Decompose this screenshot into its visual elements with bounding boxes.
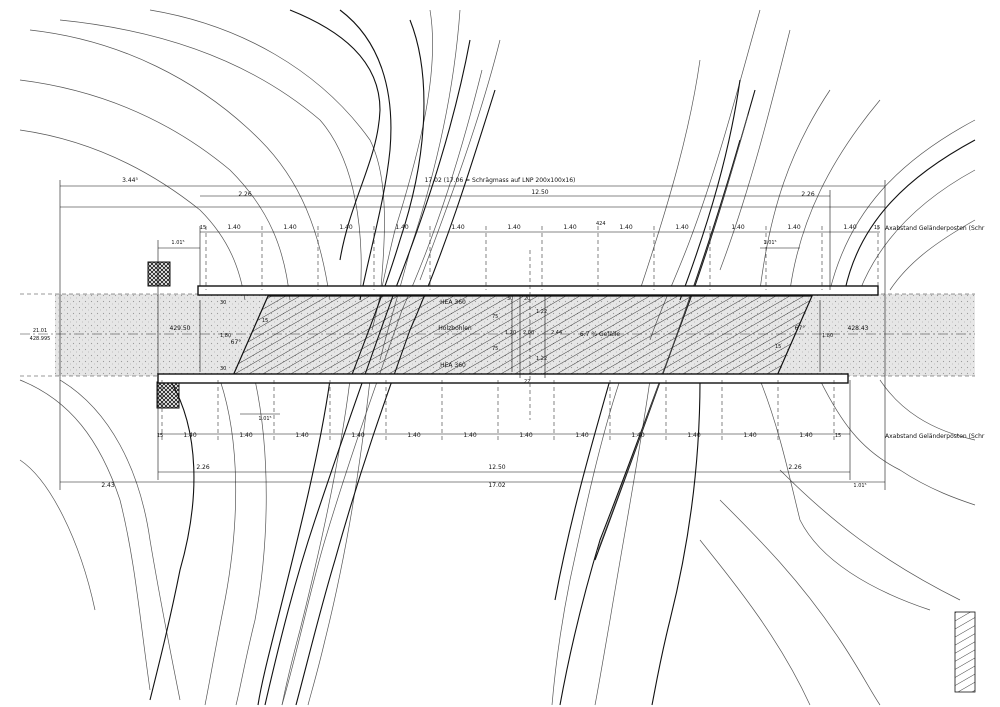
angle-right: 67°	[795, 325, 806, 332]
dim-120: 1.20	[505, 330, 516, 336]
abutment-block-top-left	[147, 261, 171, 287]
bot-101-right: 1.01⁵	[853, 483, 866, 489]
elev-left: 429.50	[170, 325, 191, 332]
dim-200: 2.00	[523, 330, 534, 336]
post-note-bottom: Axabstand Geländerposten (Schr	[885, 433, 985, 440]
abutment-block-bottom-left	[156, 381, 180, 409]
bot-span: 12.50	[488, 464, 505, 471]
bottom-spacing-label: 1.40	[183, 432, 197, 439]
bot-15-left: 15	[157, 433, 163, 439]
dim-30-mid: 30	[507, 296, 513, 302]
bottom-spacing-label: 1.40	[351, 432, 365, 439]
post-note-top: Axabstand Geländerposten (Schr	[885, 225, 985, 232]
bot-15-right: 15	[835, 433, 841, 439]
dim-122-b: 1.22	[536, 356, 547, 362]
level-left-b: 428.995	[30, 336, 51, 342]
bottom-spacing-label: 1.40	[687, 432, 701, 439]
dim-75-b: 75	[492, 346, 498, 352]
slope-label: 6.7 % Gefälle	[580, 331, 621, 338]
dim-15-left: 15	[262, 318, 268, 324]
bottom-spacing-label: 1.40	[631, 432, 645, 439]
dim-244: 2.44	[551, 330, 562, 336]
bot-101-left: 1.01⁵	[258, 416, 271, 422]
dim-75-a: 75	[492, 314, 498, 320]
deck-label: Holzbohlen	[438, 325, 472, 332]
top-spacing-label: 1.40	[227, 224, 241, 231]
top-left-dim: 3.44⁵	[122, 177, 138, 184]
top-spacing-label: 1.40	[563, 224, 577, 231]
bot-total: 17.02	[488, 482, 505, 489]
elev-right: 428.43	[848, 325, 869, 332]
dim-424: 424	[596, 221, 606, 227]
bottom-spacing-label: 1.40	[295, 432, 309, 439]
top-right-226: 2.26	[801, 191, 815, 198]
top-spacing-label: 1.40	[395, 224, 409, 231]
dim-122-a: 1.22	[536, 309, 547, 315]
angle-left: 67°	[231, 339, 242, 346]
top-spacing-label: 1.40	[731, 224, 745, 231]
level-left-a: 21.01	[33, 328, 47, 334]
dim-30-left: 30	[220, 300, 226, 306]
dim-22: 22	[524, 379, 530, 385]
top-101-left: 1.01⁵	[171, 240, 184, 246]
top-spacing-label: 1.40	[283, 224, 297, 231]
dim-20: 20	[524, 296, 530, 302]
dim-15-right: 15	[775, 344, 781, 350]
bottom-spacing-label: 1.40	[239, 432, 253, 439]
top-spacing-label: 1.40	[675, 224, 689, 231]
bottom-spacing-label: 1.40	[519, 432, 533, 439]
top-spacing-label: 1.40	[507, 224, 521, 231]
dim-30-left-b: 30	[220, 366, 226, 372]
bottom-spacing-label: 1.40	[799, 432, 813, 439]
top-15-left: 15	[200, 225, 206, 231]
bottom-spacing-label: 1.40	[743, 432, 757, 439]
top-101-right: 1.01⁵	[763, 240, 776, 246]
top-spacing-label: 1.40	[787, 224, 801, 231]
bottom-spacing-label: 1.40	[463, 432, 477, 439]
beam-bottom-label: HEA 360	[440, 362, 466, 369]
bot-226-right: 2.26	[788, 464, 802, 471]
bottom-spacing-label: 1.40	[575, 432, 589, 439]
dim-180-left: 1.80	[220, 333, 231, 339]
top-spacing-label: 1.40	[451, 224, 465, 231]
bot-left-243: 2.43	[101, 482, 115, 489]
top-spacing-label: 1.40	[339, 224, 353, 231]
corner-hatch	[954, 611, 976, 693]
bridge-deck	[157, 250, 879, 420]
top-spacing-label: 1.40	[619, 224, 633, 231]
post-ticks	[161, 226, 879, 440]
bot-226-left: 2.26	[196, 464, 210, 471]
terrain-contours	[19, 9, 976, 706]
bottom-spacing-label: 1.40	[407, 432, 421, 439]
top-left-226: 2.26	[238, 191, 252, 198]
top-span: 12.50	[531, 189, 548, 196]
dimension-lines	[59, 180, 886, 490]
top-15-right: 15	[874, 225, 880, 231]
dim-180-right: 1.80	[822, 333, 833, 339]
beam-top-label: HEA 360	[440, 299, 466, 306]
top-spacing-label: 1.40	[843, 224, 857, 231]
overall-note: 17.02 (17.06 = Schrägmass auf LNP 200x10…	[425, 177, 576, 184]
